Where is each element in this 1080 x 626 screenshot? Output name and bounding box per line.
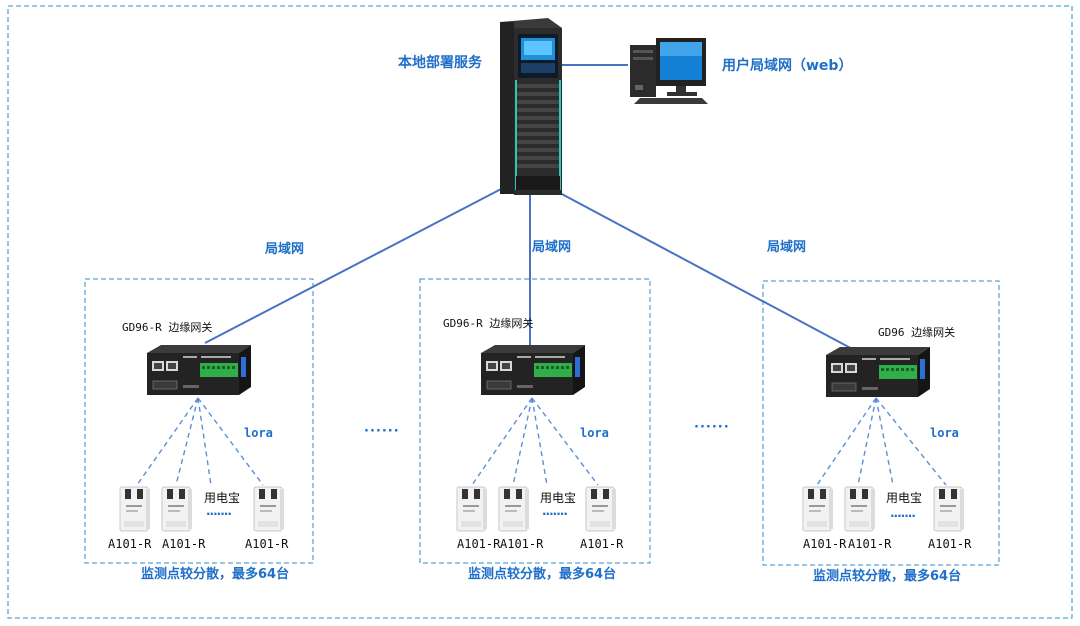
group-frame-3 [762,280,1000,566]
meter-dots: ······· [542,507,568,521]
device-label: A101-R [500,537,544,551]
meter-dots: ······· [206,507,232,521]
group-footer: 监测点较分散，最多64台 [468,567,617,582]
meter-name-label: 用电宝 [204,491,241,505]
device-label: A101-R [803,537,847,551]
group-footer: 监测点较分散，最多64台 [813,569,962,584]
gateway-label: GD96 边缘网关 [878,326,956,339]
lora-label: lora [580,426,609,440]
gateway-label: GD96-R 边缘网关 [443,317,534,330]
link-server-gateway-3 [557,191,859,353]
a101-r-meter-device [161,486,192,532]
meter-dots: ······· [890,509,916,523]
server-label: 本地部署服务 [398,55,482,71]
ellipsis: ······ [694,420,730,435]
a101-r-meter-device [933,486,964,532]
device-label: A101-R [108,537,152,551]
desktop-computer-icon [630,38,708,104]
a101-r-meter-device [585,486,616,532]
network-label: 局域网 [532,240,572,255]
network-label: 局域网 [265,242,305,257]
gateway-label: GD96-R 边缘网关 [122,321,213,334]
ellipsis: ······ [364,424,400,439]
lora-links-1 [136,397,264,486]
link-server-gateway-1 [204,187,504,344]
lora-links-3 [816,397,947,486]
user-lan-label: 用户局域网（web） [722,58,853,74]
a101-r-meter-device [802,486,833,532]
device-label: A101-R [162,537,206,551]
edge-gateway-device [481,345,585,395]
meter-name-label: 用电宝 [886,491,923,505]
server-rack-icon [500,18,562,195]
group-frame-2 [419,278,651,564]
device-label: A101-R [457,537,501,551]
network-label: 局域网 [767,240,807,255]
device-label: A101-R [928,537,972,551]
a101-r-meter-device [253,486,284,532]
a101-r-meter-device [119,486,150,532]
group-frame-1 [84,278,314,564]
lora-label: lora [930,426,959,440]
outer-frame [7,5,1073,619]
lora-links-2 [471,397,599,486]
meter-name-label: 用电宝 [540,491,577,505]
edge-gateway-device [147,345,251,395]
a101-r-meter-device [498,486,529,532]
a101-r-meter-device [844,486,875,532]
a101-r-meter-device [456,486,487,532]
edge-gateway-device [826,347,930,397]
lora-label: lora [244,426,273,440]
device-label: A101-R [580,537,624,551]
group-footer: 监测点较分散，最多64台 [141,567,290,582]
device-label: A101-R [245,537,289,551]
device-label: A101-R [848,537,892,551]
